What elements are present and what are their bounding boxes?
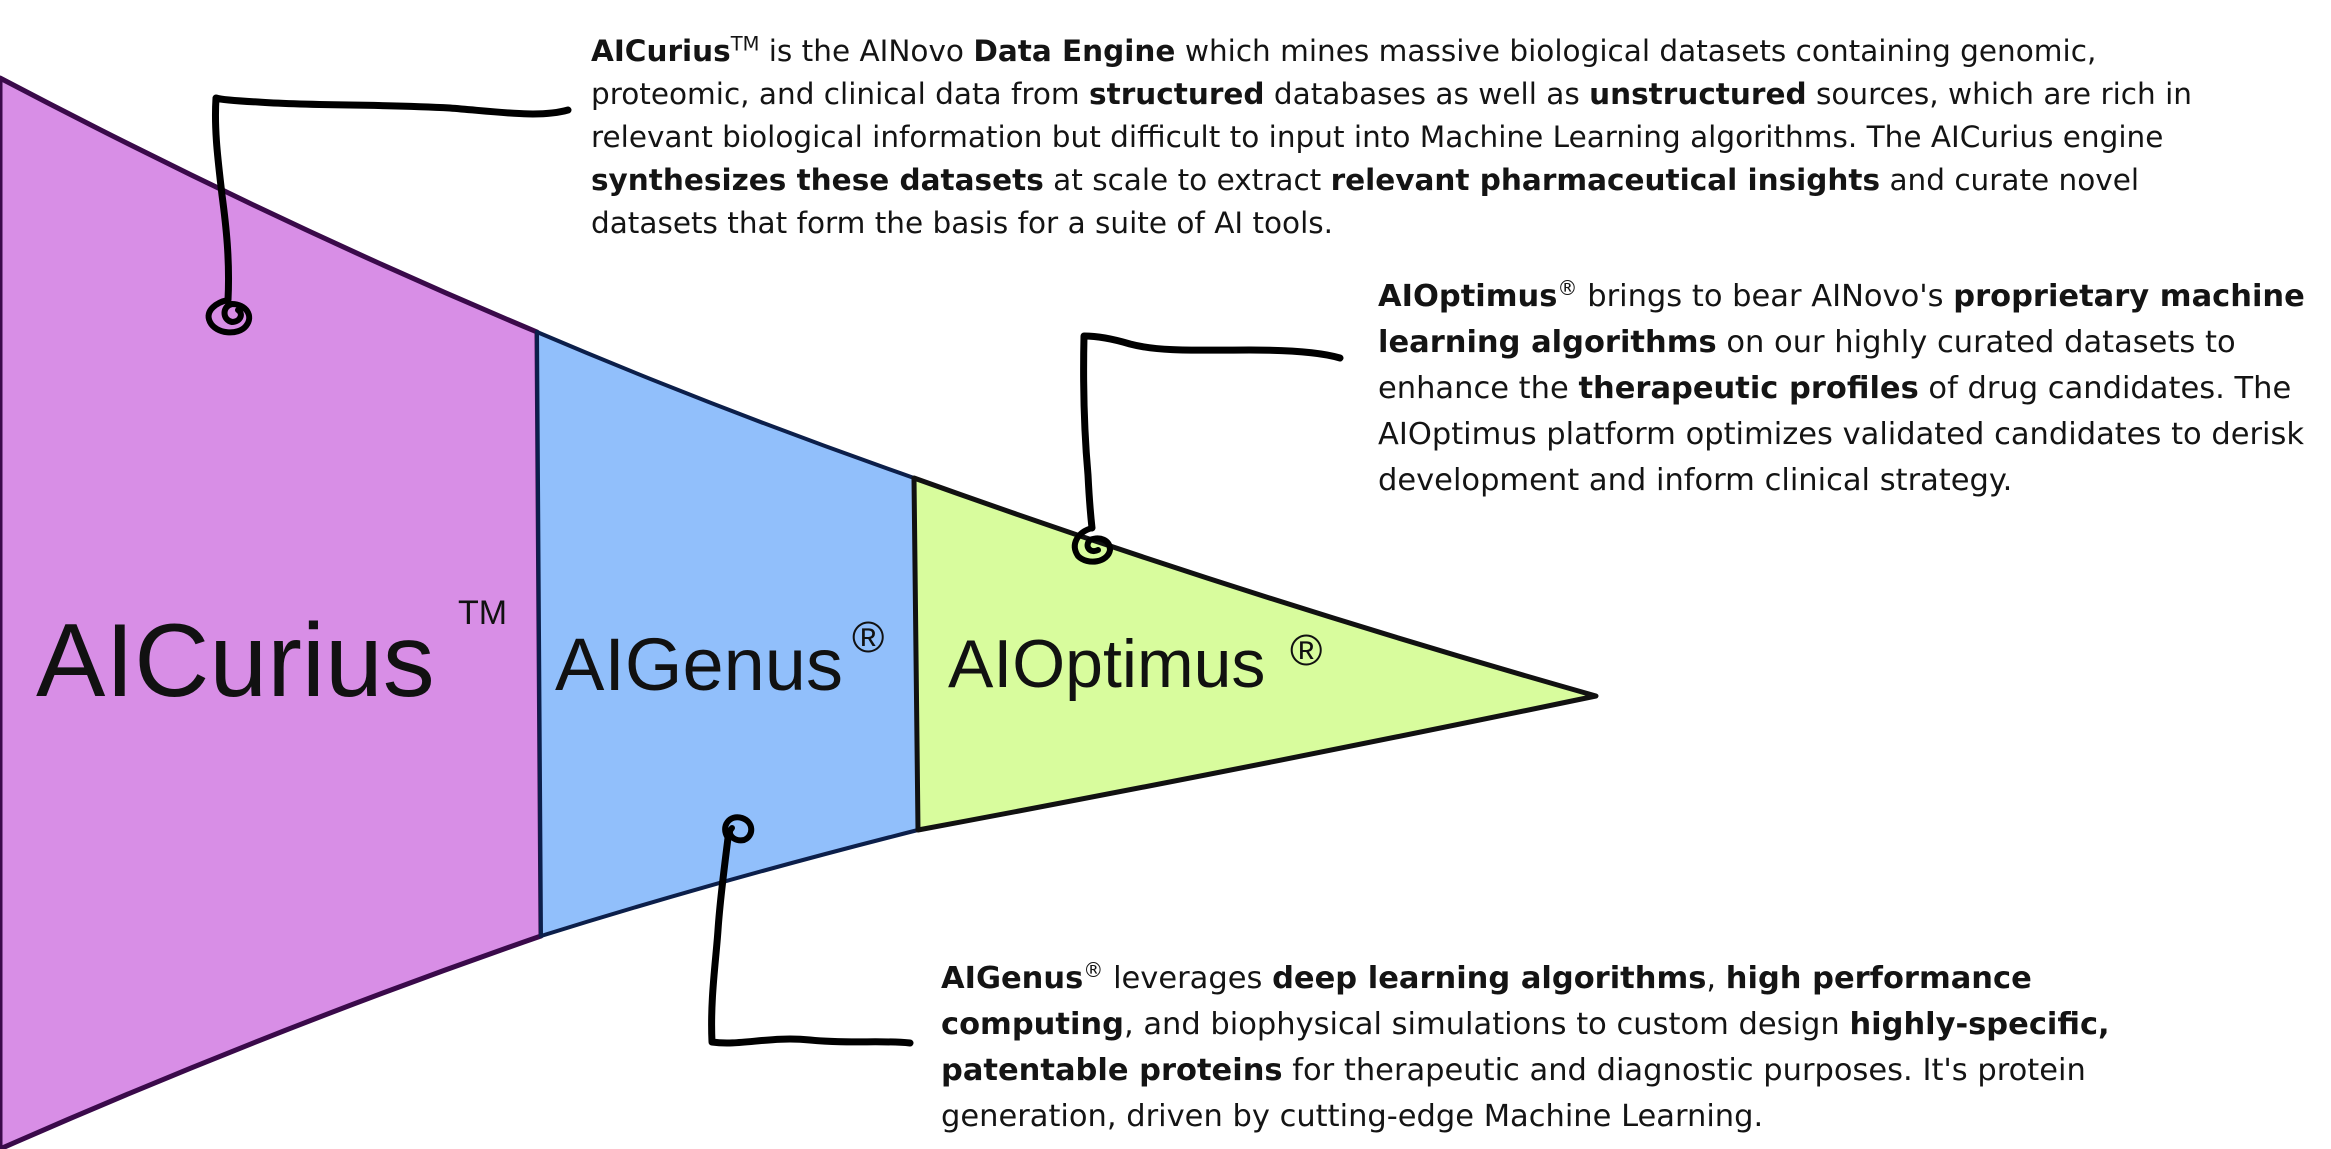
knot-aicurius [205, 297, 253, 336]
description-aicurius: AICuriusTM is the AINovo Data Engine whi… [591, 32, 2192, 240]
callout-line-aioptimus [1080, 332, 1344, 532]
callout-line-aicurius [211, 94, 572, 304]
segment-aioptimus [911, 475, 1599, 833]
segment-mark-aioptimus: ® [1290, 626, 1322, 675]
callout-line-aigenus [708, 834, 914, 1047]
knot-aigenus [722, 814, 755, 844]
segment-label-aioptimus: AIOptimus [948, 626, 1265, 702]
segment-label-aigenus: AIGenus [555, 623, 843, 706]
segment-mark-aigenus: ® [852, 613, 884, 662]
segment-mark-aicurius: TM [458, 594, 507, 632]
segment-label-aicurius: AICurius [36, 603, 435, 719]
knot-aioptimus [1071, 525, 1114, 565]
description-aigenus: AIGenus® leverages deep learning algorit… [941, 957, 2110, 1134]
description-aioptimus: AIOptimus® brings to bear AINovo's propr… [1378, 275, 2305, 498]
